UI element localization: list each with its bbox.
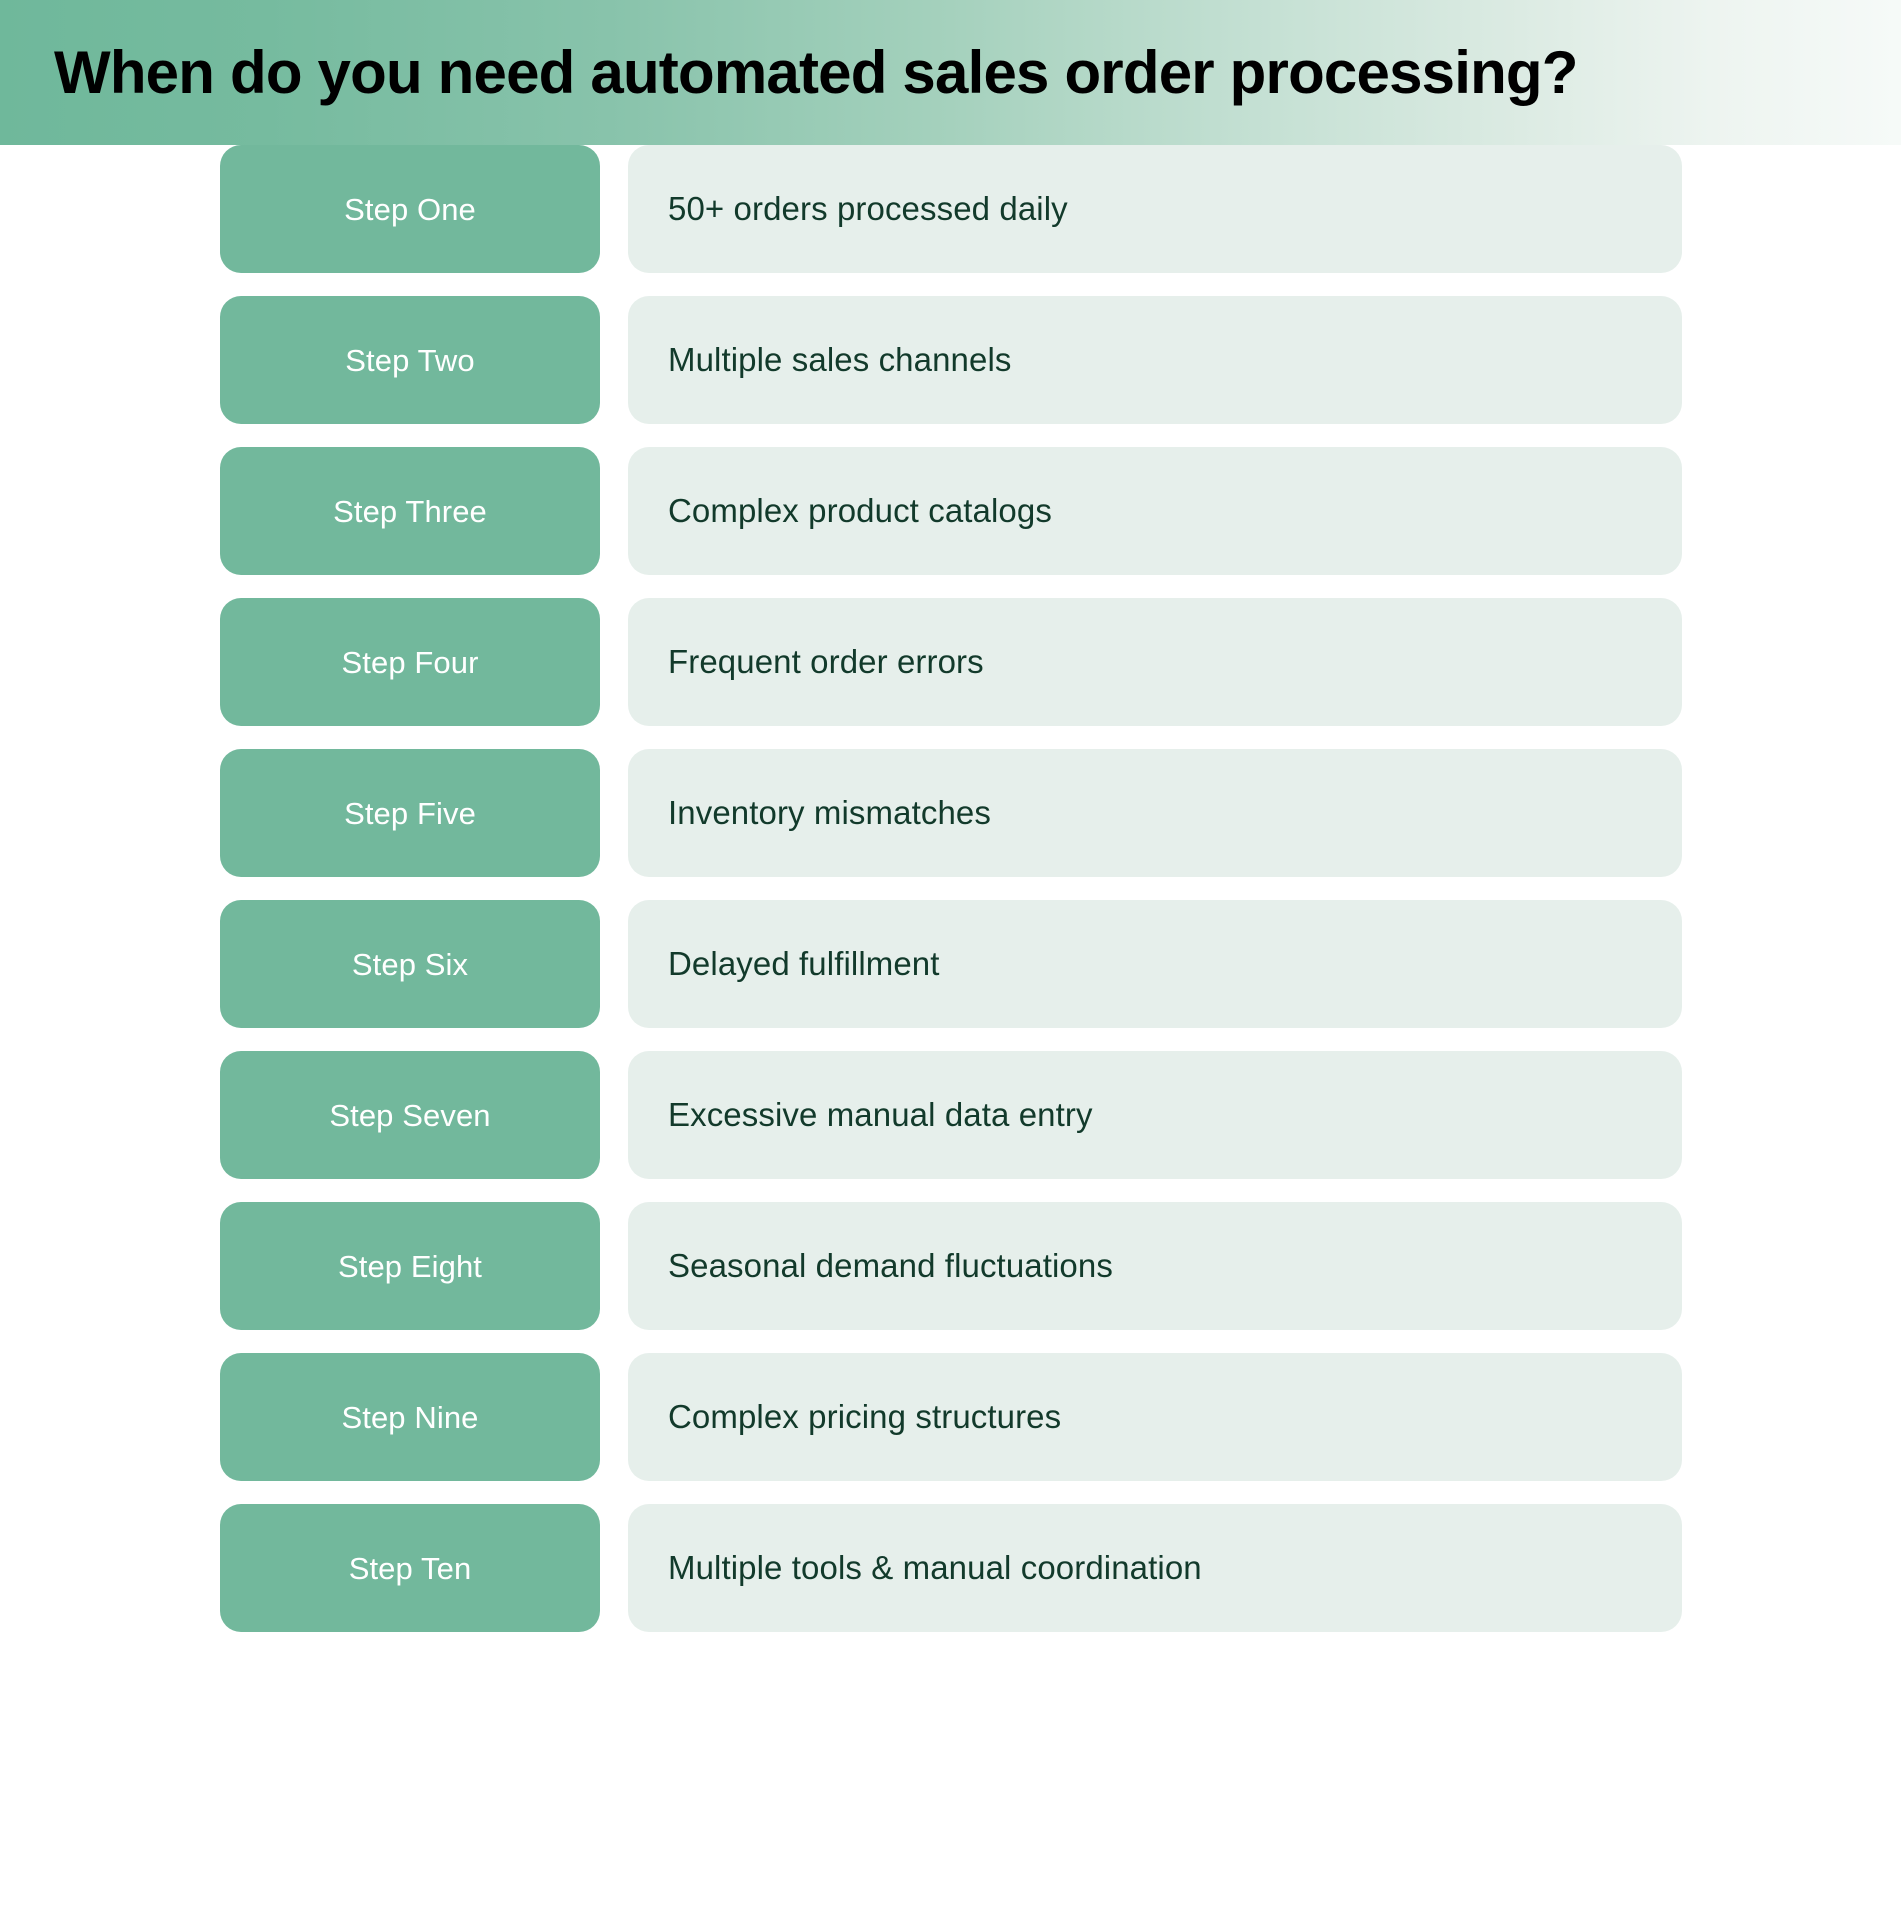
- step-panel-9[interactable]: Complex pricing structures: [628, 1353, 1682, 1481]
- step-panel-3[interactable]: Complex product catalogs: [628, 447, 1682, 575]
- step-panel-text: Multiple sales channels: [668, 341, 1012, 379]
- step-panel-4[interactable]: Frequent order errors: [628, 598, 1682, 726]
- step-pill-9[interactable]: Step Nine: [220, 1353, 600, 1481]
- page-title: When do you need automated sales order p…: [54, 38, 1578, 106]
- step-gap: [600, 749, 628, 877]
- step-row: Step Seven Excessive manual data entry: [220, 1051, 1682, 1179]
- header-band: When do you need automated sales order p…: [0, 0, 1901, 145]
- step-pill-label: Step Six: [351, 946, 469, 982]
- step-panel-text: Complex product catalogs: [668, 492, 1052, 530]
- step-pill-10[interactable]: Step Ten: [220, 1504, 600, 1632]
- step-panel-1[interactable]: 50+ orders processed daily: [628, 145, 1682, 273]
- step-gap: [600, 1051, 628, 1179]
- step-panel-text: Seasonal demand fluctuations: [668, 1247, 1113, 1285]
- step-gap: [600, 145, 628, 273]
- step-row: Step Eight Seasonal demand fluctuations: [220, 1202, 1682, 1330]
- step-row: Step One 50+ orders processed daily: [220, 145, 1682, 273]
- step-pill-2[interactable]: Step Two: [220, 296, 600, 424]
- step-panel-text: 50+ orders processed daily: [668, 190, 1068, 228]
- step-panel-text: Multiple tools & manual coordination: [668, 1549, 1202, 1587]
- step-pill-label: Step Nine: [341, 1399, 479, 1435]
- step-pill-3[interactable]: Step Three: [220, 447, 600, 575]
- step-panel-text: Delayed fulfillment: [668, 945, 940, 983]
- step-pill-label: Step One: [344, 191, 476, 227]
- step-panel-text: Complex pricing structures: [668, 1398, 1062, 1436]
- step-row: Step Four Frequent order errors: [220, 598, 1682, 726]
- step-row: Step Nine Complex pricing structures: [220, 1353, 1682, 1481]
- step-pill-4[interactable]: Step Four: [220, 598, 600, 726]
- step-panel-2[interactable]: Multiple sales channels: [628, 296, 1682, 424]
- step-pill-6[interactable]: Step Six: [220, 900, 600, 1028]
- step-panel-6[interactable]: Delayed fulfillment: [628, 900, 1682, 1028]
- step-panel-10[interactable]: Multiple tools & manual coordination: [628, 1504, 1682, 1632]
- step-pill-label: Step Five: [344, 795, 476, 831]
- step-panel-7[interactable]: Excessive manual data entry: [628, 1051, 1682, 1179]
- step-row: Step Three Complex product catalogs: [220, 447, 1682, 575]
- step-pill-8[interactable]: Step Eight: [220, 1202, 600, 1330]
- step-row: Step Ten Multiple tools & manual coordina…: [220, 1504, 1682, 1632]
- step-panel-5[interactable]: Inventory mismatches: [628, 749, 1682, 877]
- step-pill-label: Step Ten: [348, 1550, 472, 1586]
- step-pill-label: Step Four: [341, 644, 479, 680]
- step-pill-5[interactable]: Step Five: [220, 749, 600, 877]
- step-panel-text: Excessive manual data entry: [668, 1096, 1093, 1134]
- step-row: Step Five Inventory mismatches: [220, 749, 1682, 877]
- step-panel-text: Frequent order errors: [668, 643, 984, 681]
- step-row: Step Two Multiple sales channels: [220, 296, 1682, 424]
- step-pill-label: Step Eight: [337, 1248, 483, 1284]
- step-pill-label: Step Three: [333, 493, 487, 529]
- step-row: Step Six Delayed fulfillment: [220, 900, 1682, 1028]
- step-gap: [600, 1353, 628, 1481]
- step-gap: [600, 1202, 628, 1330]
- step-pill-label: Step Two: [345, 342, 475, 378]
- step-panel-8[interactable]: Seasonal demand fluctuations: [628, 1202, 1682, 1330]
- step-pill-7[interactable]: Step Seven: [220, 1051, 600, 1179]
- step-gap: [600, 598, 628, 726]
- step-gap: [600, 1504, 628, 1632]
- step-gap: [600, 900, 628, 1028]
- step-panel-text: Inventory mismatches: [668, 794, 991, 832]
- step-pill-1[interactable]: Step One: [220, 145, 600, 273]
- step-gap: [600, 296, 628, 424]
- step-pill-label: Step Seven: [329, 1097, 491, 1133]
- step-gap: [600, 447, 628, 575]
